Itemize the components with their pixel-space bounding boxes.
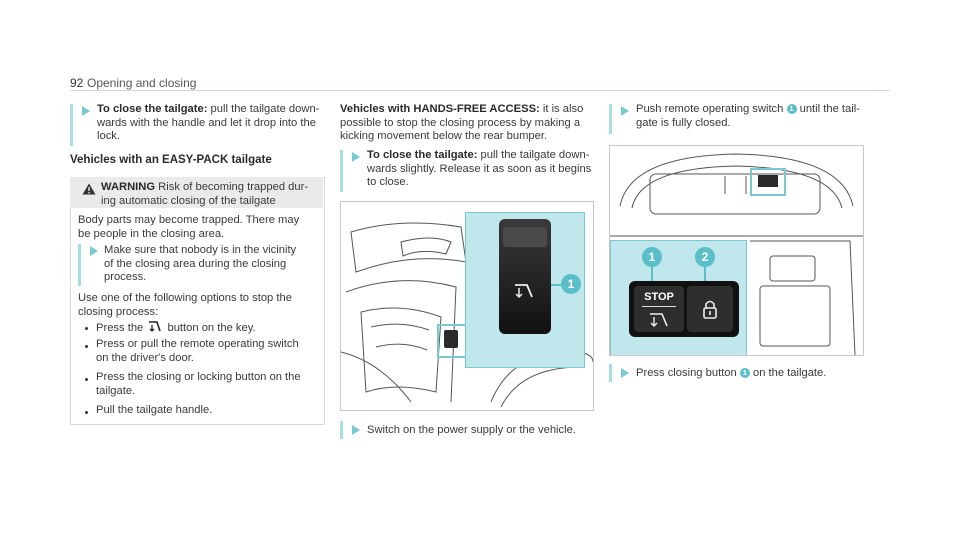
play-arrow-icon (621, 368, 629, 378)
switch-closeup: 1 (465, 212, 585, 368)
stop-label: STOP (644, 291, 674, 303)
warning-header (70, 177, 323, 208)
callout-1: 1 (561, 274, 581, 294)
header-rule (70, 90, 890, 91)
locking-button (687, 286, 733, 332)
hands-free-intro: Vehicles with HANDS-FREE ACCESS: it is a… (340, 103, 584, 142)
callout-1: 1 (642, 247, 662, 267)
warning-text: WARNING Risk of becoming trapped dur- in… (101, 181, 309, 207)
bullet (85, 378, 88, 381)
bullet (85, 345, 88, 348)
tailgate-close-icon (650, 313, 668, 327)
step-close-tailgate: To close the tailgate: pull the tailgate… (97, 103, 320, 142)
door-caption: Switch on the power supply or the vehicl… (367, 424, 576, 436)
button-closeup: 1 2 STOP (610, 240, 747, 355)
option-tailgate-handle: Pull the tailgate handle. (96, 404, 213, 416)
button-panel: STOP (629, 281, 739, 337)
callout-1-inline: 1 (739, 368, 750, 378)
remote-switch-body (499, 219, 551, 334)
options-intro: Use one of the following options to stop… (78, 292, 292, 318)
play-arrow-icon (352, 425, 360, 435)
callout-1-inline: 1 (786, 104, 797, 114)
step-bar (609, 364, 612, 382)
tailgate-illustration (610, 153, 863, 355)
tailgate-key-icon (149, 321, 162, 332)
page-number: 92 (70, 76, 84, 90)
press-closing-step: Press closing button 1 on the tailgate. (636, 367, 827, 379)
play-arrow-icon (621, 106, 629, 116)
closing-button: STOP (634, 286, 684, 332)
step-bar (70, 104, 73, 146)
easy-pack-heading: Vehicles with an EASY-PACK tailgate (70, 154, 272, 166)
option-closing-button: Press the closing or locking button on t… (96, 371, 301, 397)
play-arrow-icon (82, 106, 90, 116)
switch-small (444, 330, 458, 348)
section-title: Opening and closing (87, 76, 197, 90)
bullet (85, 327, 88, 330)
callout-2: 2 (695, 247, 715, 267)
make-sure-bar (78, 244, 81, 286)
step-bar (340, 421, 343, 439)
make-sure-text: Make sure that nobody is in the vicinity… (104, 244, 297, 283)
hands-free-step: To close the tailgate: pull the tailgate… (367, 149, 592, 188)
option-remote-switch: Press or pull the remote operating switc… (96, 338, 299, 364)
play-arrow-icon (90, 246, 98, 256)
push-switch-step: Push remote operating switch 1 until the… (636, 103, 860, 129)
play-arrow-icon (352, 152, 360, 162)
tailgate-switch-highlight (750, 168, 786, 196)
door-figure: 1 (340, 201, 594, 411)
tailgate-close-icon (515, 284, 533, 299)
lock-icon (703, 300, 717, 319)
warning-body: Body parts may become trapped. There may… (78, 214, 300, 240)
option-key-button: Press the button on the key. (96, 321, 256, 334)
tailgate-figure: 1 2 STOP (609, 145, 864, 356)
step-bar (340, 150, 343, 192)
bullet (85, 411, 88, 414)
warning-triangle-icon (82, 183, 96, 195)
step-bar (609, 104, 612, 134)
